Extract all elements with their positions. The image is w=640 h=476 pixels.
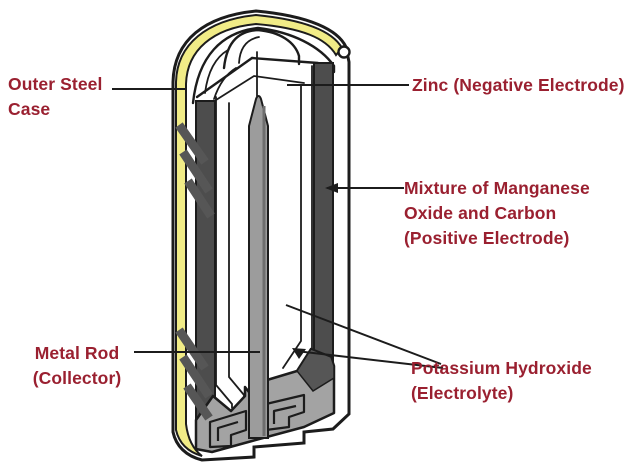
label-manganese-positive-electrode: Mixture of Manganese Oxide and Carbon (P… bbox=[404, 176, 590, 251]
yellow-case-band bbox=[175, 13, 344, 457]
label-line: Case bbox=[8, 99, 51, 119]
label-metal-rod-collector: Metal Rod (Collector) bbox=[18, 341, 136, 391]
label-line: Potassium Hydroxide bbox=[411, 358, 592, 378]
label-line: Mixture of Manganese bbox=[404, 178, 590, 198]
label-line: Zinc (Negative Electrode) bbox=[412, 75, 625, 95]
cutaway-edge-right bbox=[250, 56, 320, 65]
inner-compartment-top bbox=[215, 75, 305, 101]
can-wall-right-inner bbox=[282, 85, 302, 369]
can-wall-left-outer bbox=[215, 96, 233, 409]
inner-dome-arc bbox=[191, 26, 336, 105]
label-line: (Electrolyte) bbox=[411, 383, 514, 403]
leader-potassium-1 bbox=[285, 304, 442, 365]
case-chevrons-lower bbox=[175, 327, 213, 421]
label-line: Oxide and Carbon bbox=[404, 203, 557, 223]
case-rim-curl bbox=[337, 45, 351, 59]
label-outer-steel-case: Outer Steel Case bbox=[8, 72, 102, 122]
right-electrode-bar bbox=[313, 62, 334, 364]
bottom-notch-left bbox=[208, 409, 248, 449]
label-zinc-negative-electrode: Zinc (Negative Electrode) bbox=[412, 73, 625, 98]
leader-potassium-2 bbox=[295, 350, 444, 369]
label-line: Metal Rod bbox=[34, 343, 120, 363]
leader-potassium-arrowhead bbox=[292, 348, 306, 359]
dome-segment-left-1 bbox=[204, 49, 229, 94]
cutaway-edge-left bbox=[195, 56, 254, 99]
case-chevrons-upper bbox=[175, 122, 215, 219]
label-line: (Collector) bbox=[32, 368, 122, 388]
label-potassium-hydroxide-electrolyte: Potassium Hydroxide (Electrolyte) bbox=[411, 356, 592, 406]
button-terminal bbox=[222, 28, 301, 70]
electrolyte-dark-wedge bbox=[296, 348, 335, 392]
label-line: (Positive Electrode) bbox=[404, 228, 570, 248]
bottom-notch-right-inner bbox=[272, 404, 297, 424]
label-line: Outer Steel bbox=[8, 74, 103, 94]
bottom-notch-left-inner bbox=[216, 420, 239, 441]
leader-manganese-arrowhead bbox=[325, 183, 338, 193]
button-inner-line bbox=[238, 36, 260, 64]
